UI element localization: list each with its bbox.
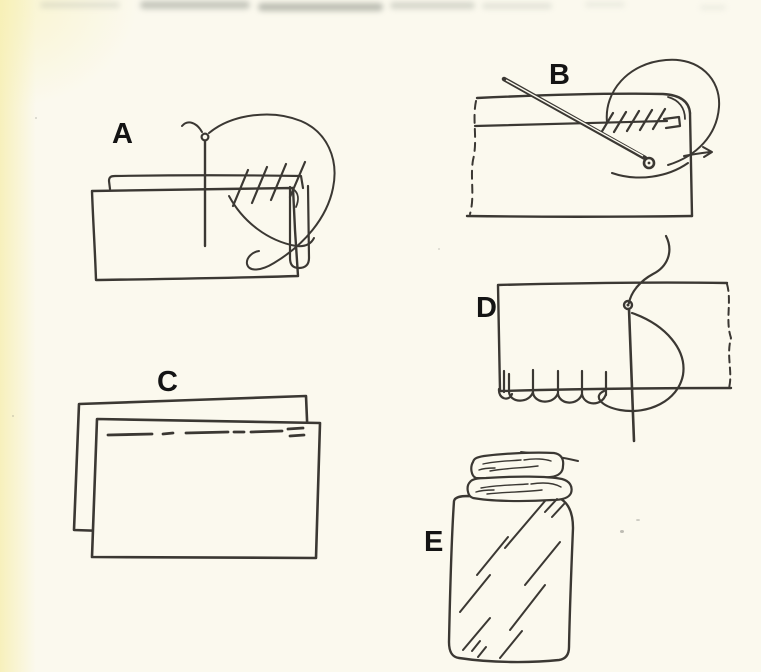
- figure-d-label: D: [476, 292, 497, 324]
- dust-speck: [35, 117, 37, 119]
- fabric-e-roll-lower-scribble: [475, 482, 562, 495]
- fabric-a-body: [90, 186, 300, 282]
- fabric-e-roll-lower: [466, 475, 573, 503]
- needle-b-eye-hole: [647, 161, 651, 165]
- thread-d-teardrop-loop: [597, 311, 685, 413]
- thread-d-upper: [627, 234, 671, 305]
- figure-b: B: [465, 58, 721, 218]
- fabric-d-outline: [496, 281, 733, 393]
- scan-smudge: [700, 5, 726, 10]
- fabric-d-raw-edge: [726, 283, 732, 389]
- needle-d-eye-hole: [626, 303, 630, 307]
- fabric-b-top-edge: [475, 92, 692, 115]
- fabric-e-body: [447, 494, 575, 664]
- dust-speck: [636, 519, 640, 521]
- figure-a-label: A: [112, 118, 133, 150]
- figure-c: C: [72, 366, 322, 560]
- figure-e-label: E: [424, 526, 443, 558]
- scan-smudge: [585, 2, 625, 7]
- thread-a: [181, 113, 336, 271]
- needle-d-icon: [627, 307, 636, 443]
- dust-speck: [438, 248, 440, 250]
- scan-smudge: [140, 1, 250, 9]
- figure-a: A: [90, 113, 336, 282]
- hatch-marks-e: [459, 498, 565, 659]
- needle-d-eye: [622, 299, 634, 311]
- direction-arrow-icon: [683, 146, 713, 158]
- scan-smudge: [40, 2, 120, 8]
- fabric-a-fold-curl: [292, 188, 299, 208]
- fabric-b-fold-line: [473, 119, 669, 128]
- fabric-e-roll-upper: [470, 451, 565, 481]
- fabric-b-raw-edge: [469, 100, 477, 215]
- dust-speck: [12, 415, 14, 417]
- fabric-b-bottom-edge: [465, 214, 694, 218]
- fabric-c-front-piece: [90, 417, 322, 560]
- needle-b-highlight: [505, 79, 644, 157]
- fabric-b-right-edge: [688, 111, 694, 218]
- scan-smudge: [390, 2, 475, 9]
- fabric-e-roll-upper-scribble: [478, 458, 552, 472]
- figure-d: D: [476, 234, 733, 443]
- needle-b-eye: [642, 156, 656, 170]
- scan-smudge: [258, 3, 383, 11]
- fabric-b-corner-curl: [667, 96, 686, 120]
- figure-c-label: C: [157, 366, 178, 398]
- figure-e: E: [424, 451, 579, 664]
- needle-a-eye: [200, 132, 210, 142]
- basting-dashed-line: [106, 426, 306, 438]
- scan-smudge: [482, 3, 552, 9]
- blanket-stitch-loops: [497, 368, 608, 405]
- fabric-a-hem-fold: [107, 174, 305, 191]
- thread-b-roll-curve: [611, 162, 689, 179]
- fabric-a-right-fold: [288, 184, 311, 270]
- dust-speck: [620, 530, 624, 533]
- figure-b-label: B: [549, 59, 570, 91]
- thread-b-loop: [605, 58, 721, 166]
- stitch-marks-a: [231, 160, 307, 208]
